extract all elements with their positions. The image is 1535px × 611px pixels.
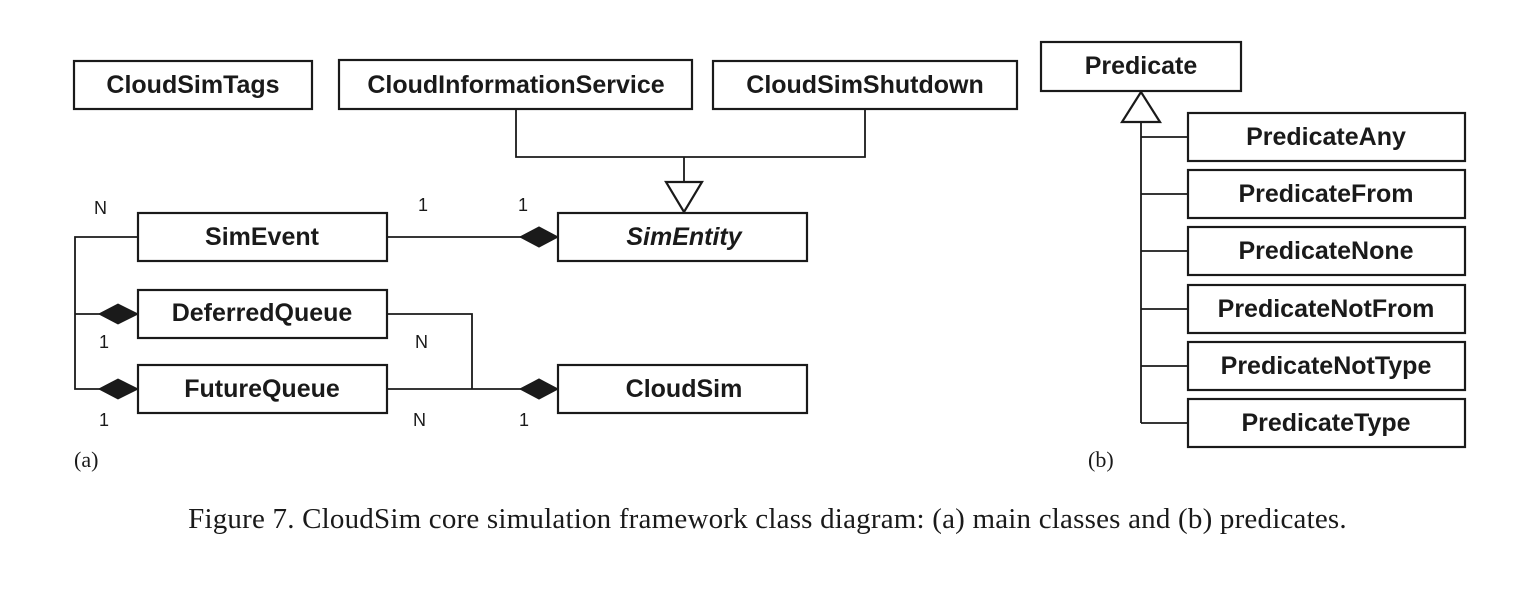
multiplicity-cloudsim-1: 1 xyxy=(519,410,529,430)
class-name: PredicateFrom xyxy=(1238,180,1413,208)
multiplicity-deferred-n: N xyxy=(415,332,428,352)
class-box-futurequeue: FutureQueue xyxy=(136,363,389,415)
figure-caption: Figure 7. CloudSim core simulation frame… xyxy=(188,503,1347,535)
inheritance-line-cis xyxy=(515,109,684,158)
class-name: PredicateType xyxy=(1241,409,1410,437)
class-name: PredicateNotFrom xyxy=(1218,295,1435,323)
class-box-cloudsim: CloudSim xyxy=(556,363,809,415)
class-box-cloudsimtags: CloudSimTags xyxy=(72,59,314,111)
class-box-deferredqueue: DeferredQueue xyxy=(136,288,389,340)
composition-diamond-future xyxy=(97,378,140,400)
class-name: CloudInformationService xyxy=(367,71,664,99)
multiplicity-future-n: N xyxy=(413,410,426,430)
multiplicity-simevent-n: N xyxy=(94,198,107,218)
class-name: SimEntity xyxy=(626,223,742,251)
class-box-cloudinformationservice: CloudInformationService xyxy=(337,58,694,111)
composition-diamond-simentity xyxy=(518,226,560,248)
multiplicity-simentity-1: 1 xyxy=(518,195,528,215)
class-box-predicatetype: PredicateType xyxy=(1186,397,1467,449)
multiplicity-deferred-1: 1 xyxy=(99,332,109,352)
inheritance-arrow-simentity xyxy=(664,180,704,215)
class-box-predicatenottype: PredicateNotType xyxy=(1186,340,1467,392)
class-name: FutureQueue xyxy=(184,375,340,403)
class-name: CloudSimShutdown xyxy=(746,71,983,99)
simevent-queues-bus xyxy=(74,236,138,390)
deferred-cloudsim-line xyxy=(387,313,473,389)
class-box-cloudsimshutdown: CloudSimShutdown xyxy=(711,59,1019,111)
class-name: DeferredQueue xyxy=(172,299,353,327)
inheritance-arrow-predicate xyxy=(1120,89,1162,124)
class-name: PredicateNotType xyxy=(1221,352,1432,380)
inheritance-line-shutdown xyxy=(684,109,866,158)
class-name: Predicate xyxy=(1085,52,1198,80)
multiplicity-simevent-1: 1 xyxy=(418,195,428,215)
multiplicity-future-1: 1 xyxy=(99,410,109,430)
class-box-predicatefrom: PredicateFrom xyxy=(1186,168,1467,220)
class-name: PredicateNone xyxy=(1238,237,1413,265)
class-box-predicatenotfrom: PredicateNotFrom xyxy=(1186,283,1467,335)
class-name: PredicateAny xyxy=(1246,123,1406,151)
class-box-predicatenone: PredicateNone xyxy=(1186,225,1467,277)
panel-label-a: (a) xyxy=(74,447,98,472)
class-box-simevent: SimEvent xyxy=(136,211,389,263)
class-box-simentity: SimEntity xyxy=(556,211,809,263)
class-diagram: CloudSimTags CloudInformationService Clo… xyxy=(72,40,1467,472)
class-name: SimEvent xyxy=(205,223,320,251)
class-box-predicate: Predicate xyxy=(1039,40,1243,93)
panel-label-b: (b) xyxy=(1088,447,1114,472)
composition-diamond-cloudsim xyxy=(518,378,560,400)
class-name: CloudSimTags xyxy=(106,71,279,99)
class-name: CloudSim xyxy=(626,375,743,403)
class-box-predicateany: PredicateAny xyxy=(1186,111,1467,163)
composition-diamond-deferred xyxy=(97,303,140,325)
